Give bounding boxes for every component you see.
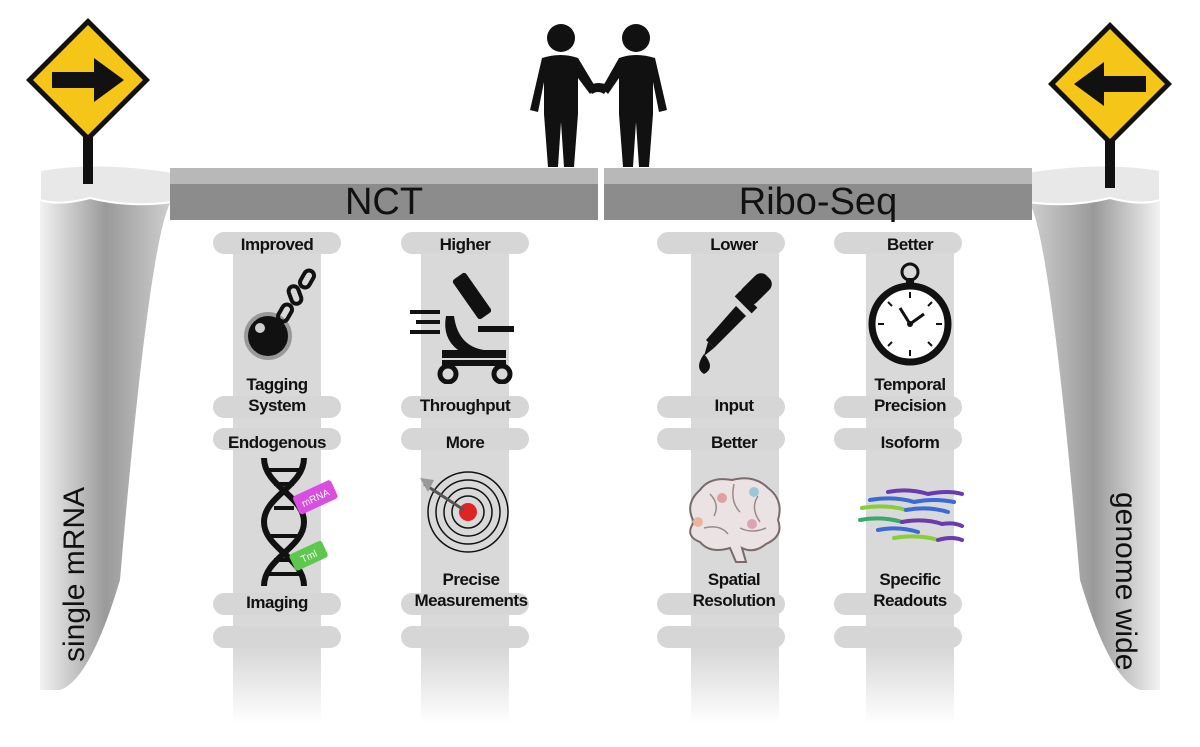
dropper-icon [699,273,772,374]
pillar-bottom-label: Precise Measurements [401,569,541,611]
pillar-bottom-line: Input [714,396,754,415]
pillar-bottom-line: Throughput [419,396,511,415]
transcript-lines-icon [858,488,964,542]
ball-and-chain-icon [244,268,316,360]
nct-label: NCT [344,181,424,223]
riboseq-beam: Ribo-Seq [604,181,1032,223]
microscope-icon [410,272,514,384]
left-cliff [39,164,173,691]
pillar-top-label: Better [710,433,758,452]
target-icon [420,471,509,553]
pillar-bottom-line: Spatial [707,570,761,589]
pillar-bottom-label: Tagging System [213,374,341,416]
pillar-bottom-label: Throughput [401,395,529,416]
pillar-bottom-line: System [248,396,306,415]
pillar-bottom-line: Temporal [874,375,946,394]
pillar-top-label: Improved [240,235,314,254]
pillar-bottom-label: Specific Readouts [846,569,974,611]
pillar-bottom-line: Specific [879,570,941,589]
pillar-bottom-line: Precision [873,396,947,415]
brain-icon [689,477,781,563]
pillar-top-label: Higher [439,235,491,254]
pillar-bottom-label: Spatial Resolution [670,569,798,611]
pillar-bottom-line: Resolution [692,591,776,610]
pillar-bottom-line: Readouts [873,591,947,610]
pillar-top-label: Endogenous [228,433,326,452]
pillar-bottom-line: Measurements [414,591,528,610]
pillar-bottom-line: Tagging [246,375,308,394]
dna-icon: mRNA Tml [260,457,338,587]
handshake-people-icon [530,24,667,167]
pillar-top-label: More [445,433,485,452]
single-mrna-label: single mRNA [58,486,91,662]
riboseq-label: Ribo-Seq [738,181,898,223]
left-arrow-road-sign-icon [1048,22,1172,188]
pillar-top-label: Lower [710,235,758,254]
stopwatch-icon [868,262,952,366]
nct-beam: NCT [170,181,598,223]
pillar-bottom-label: Input [670,395,798,416]
pillar-top-label: Isoform [880,433,940,452]
pillar-bottom-label: Temporal Precision [846,374,974,416]
pillar-bottom-line: Precise [442,570,501,589]
right-cliff [1027,164,1161,691]
genome-wide-label: genome wide [1109,492,1142,671]
pillar-bottom-line: Imaging [246,593,308,612]
pillar-bottom-label: Imaging [213,592,341,613]
right-arrow-road-sign-icon [26,18,150,184]
pillar-top-label: Better [886,235,934,254]
